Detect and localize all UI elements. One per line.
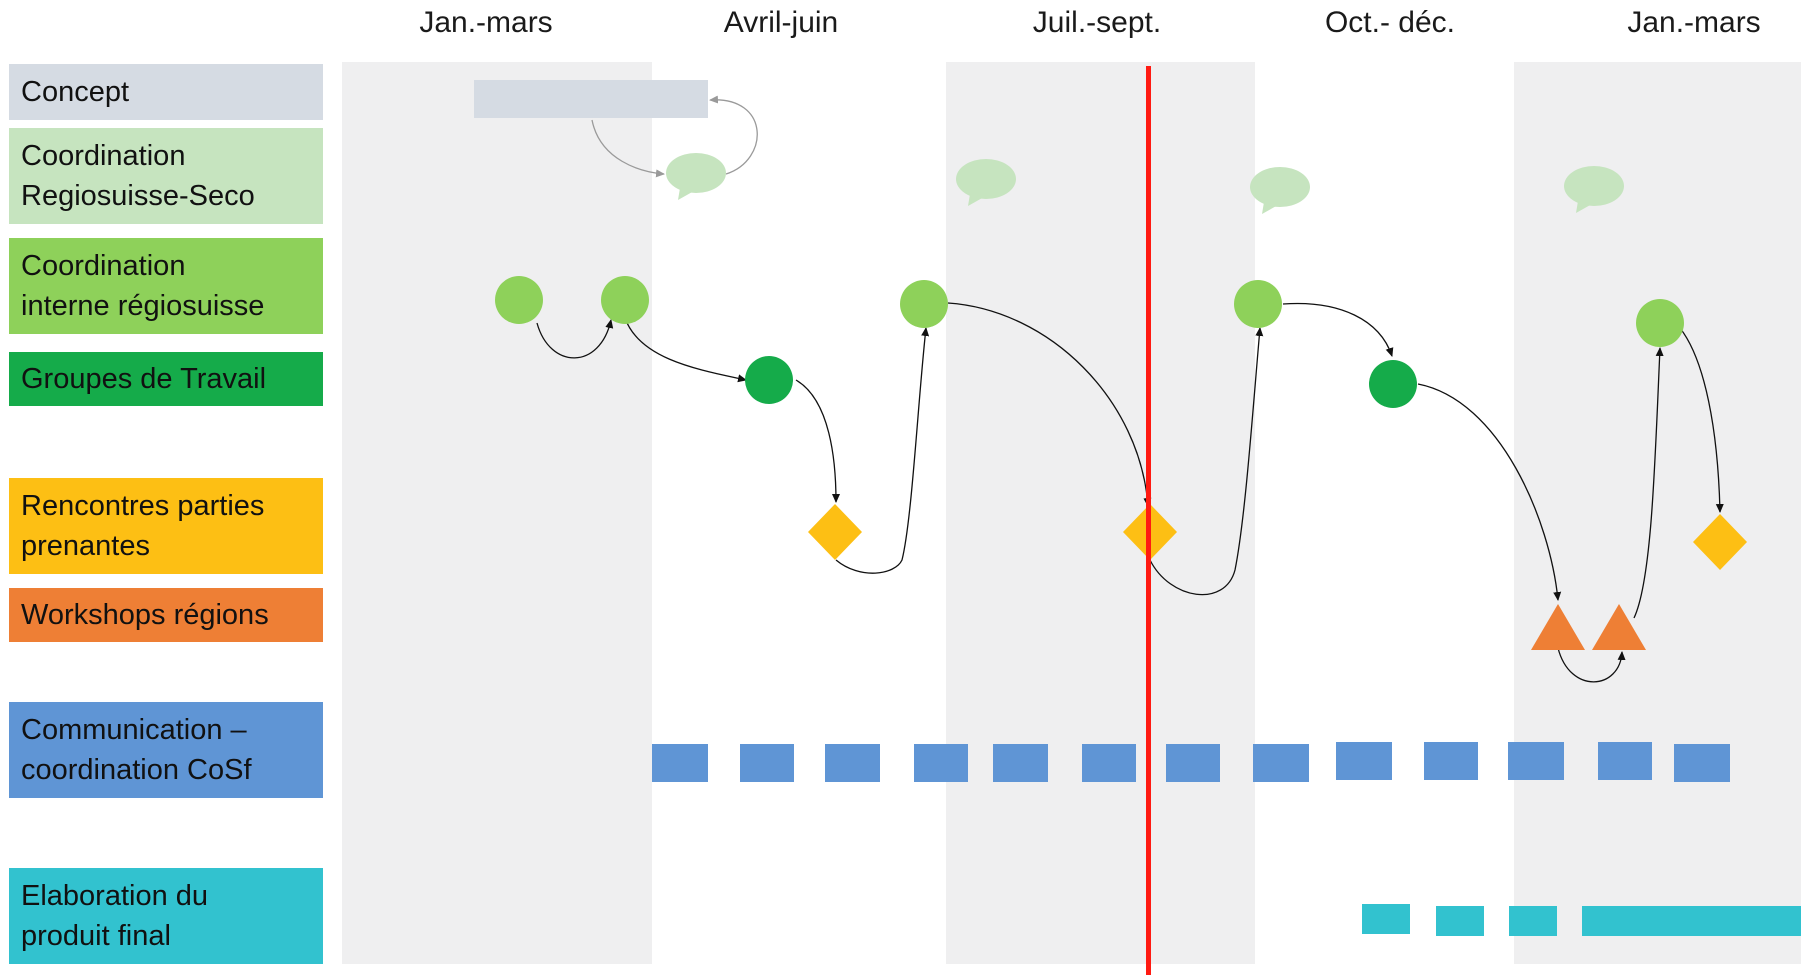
arrow-connector-icon [624,317,747,383]
circle-marker-icon [1234,280,1282,328]
dash-segment-icon [914,744,968,782]
dash-segment-icon [1598,742,1652,780]
period-label: Jan.-mars [1627,6,1761,39]
arrow-connector-icon [1417,383,1562,601]
period-label: Juil.-sept. [1032,6,1162,39]
dash-segment-icon [1166,744,1220,782]
period-label: Oct.- déc. [1324,6,1456,39]
speech-bubble-icon [956,159,1016,206]
dash-segment-icon [825,744,880,782]
arrow-connector-icon [835,327,930,574]
row-label-text: Coordination interne régiosuisse [21,250,265,322]
arrow-connector-icon [1557,647,1626,683]
row-label-groupes-travail: Groupes de Travail [9,352,323,406]
band-q3 [946,62,1255,964]
elaboration-dashes [1362,904,1801,936]
triangle-marker-icon [1531,604,1585,650]
speech-bubble-icon [1564,166,1624,213]
dash-segment-icon [993,744,1048,782]
arrow-connector-icon [1282,302,1394,357]
dash-segment-icon [1082,744,1136,782]
row-label-text: Rencontres parties prenantes [21,490,265,562]
row-label-rencontres: Rencontres parties prenantes [9,478,323,574]
circle-marker-icon [601,276,649,324]
row-label-text: Communication – coordination CoSf [21,714,252,786]
dash-segment-icon [1362,904,1410,934]
arrow-connector-icon [709,95,758,175]
speech-bubble-icon [1250,167,1310,214]
dash-segment-icon [1674,744,1730,782]
triangle-marker-icon [1592,604,1646,650]
dash-segment-icon [740,744,794,782]
arrow-connector-icon [1149,327,1264,596]
row-label-text: Coordination Regiosuisse-Seco [21,140,255,212]
circle-marker-icon [495,276,543,324]
dash-segment-icon [652,744,708,782]
row-label-coordination-interne: Coordination interne régiosuisse [9,238,323,334]
row-label-text: Concept [21,76,130,108]
dash-segment-icon [1336,742,1392,780]
row-label-coordination-seco: Coordination Regiosuisse-Seco [9,128,323,224]
speech-bubble-icon [666,153,726,200]
circle-marker-icon [745,356,793,404]
row-label-communication: Communication – coordination CoSf [9,702,323,798]
arrow-connector-icon [1679,327,1724,513]
diamond-marker-icon [808,504,862,560]
arrow-connector-icon [536,319,614,359]
dash-segment-icon [1436,906,1484,936]
row-label-concept: Concept [9,64,323,120]
arrow-connector-icon [1633,347,1664,619]
period-label: Jan.-mars [419,6,553,39]
dash-segment-icon [1582,906,1801,936]
row-label-elaboration: Elaboration du produit final [9,868,323,964]
band-q1 [342,62,652,964]
dash-segment-icon [1253,744,1309,782]
dash-segment-icon [1424,742,1478,780]
arrow-connector-icon [591,119,665,178]
row-label-workshops: Workshops régions [9,588,323,642]
arrow-connector-icon [795,379,840,503]
row-label-text: Workshops régions [21,599,269,631]
circle-marker-icon [900,280,948,328]
band-q5 [1514,62,1801,964]
arrow-connector-icon [947,302,1152,507]
today-line [1146,66,1151,975]
circle-marker-icon [1636,299,1684,347]
concept-bar [474,80,708,118]
row-label-text: Groupes de Travail [21,363,267,395]
dash-segment-icon [1509,906,1557,936]
diamond-marker-icon [1693,514,1747,570]
period-label: Avril-juin [723,6,839,39]
dash-segment-icon [1508,742,1564,780]
communication-dashes [652,742,1730,782]
row-label-text: Elaboration du produit final [21,880,209,952]
circle-marker-icon [1369,360,1417,408]
